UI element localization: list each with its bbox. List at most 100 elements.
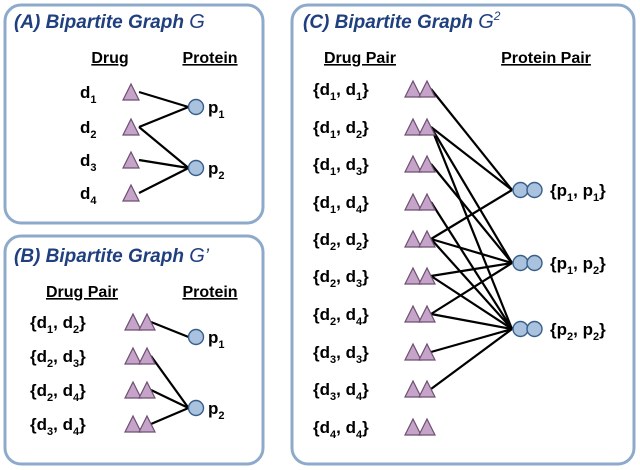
drug-triangle-icon <box>404 117 422 136</box>
drug-triangle-icon <box>418 304 436 323</box>
protein-node-label: p1 <box>208 98 225 121</box>
drug-triangle-icon <box>404 342 422 361</box>
drug-node-label: {d3, d4} <box>313 380 369 403</box>
protein-node-label: {p2, p2} <box>550 320 606 343</box>
protein-node-label: p2 <box>208 159 225 182</box>
drug-node-label: {d1, d2} <box>30 313 86 336</box>
drug-triangle-icon <box>122 150 140 169</box>
drug-triangle-icon <box>404 154 422 173</box>
drug-triangle-icon <box>418 79 436 98</box>
drug-triangle-icon <box>138 346 156 365</box>
drug-triangle-icon <box>138 312 156 331</box>
drug-triangle-icon <box>418 266 436 285</box>
panel-a: (A) Bipartite Graph G Drug Protein d1 d2 d3 d4… <box>3 3 265 225</box>
drug-node-label: {d2, d4} <box>30 381 86 404</box>
drug-triangle-icon <box>404 417 422 436</box>
edge <box>430 237 513 265</box>
edge <box>430 238 513 330</box>
right-column-header: Protein Pair <box>501 50 591 67</box>
drug-triangle-icon <box>404 266 422 285</box>
edge <box>430 327 513 354</box>
protein-circle-icon <box>526 181 543 199</box>
protein-circle-icon <box>526 320 543 338</box>
panel-title: (A) Bipartite Graph G <box>14 11 205 33</box>
protein-node-label: p2 <box>208 399 225 422</box>
edge <box>430 189 513 240</box>
left-column-header: Drug <box>91 50 128 67</box>
drug-node-label: {d1, d3} <box>313 155 369 178</box>
edge <box>430 261 513 278</box>
edge <box>138 167 189 194</box>
edge <box>138 158 189 170</box>
drug-node-label: {d2, d3} <box>30 347 86 370</box>
edge <box>430 312 513 331</box>
drug-node-label: d4 <box>80 184 97 207</box>
drug-triangle-icon <box>122 183 140 202</box>
edge <box>430 126 513 264</box>
drug-triangle-icon <box>404 192 422 211</box>
drug-triangle-icon <box>418 154 436 173</box>
drug-node-label: {d1, d4} <box>313 193 369 216</box>
drug-node-label: {d2, d3} <box>313 267 369 290</box>
drug-triangle-icon <box>418 342 436 361</box>
protein-circle-icon <box>187 399 205 417</box>
protein-circle-icon <box>512 320 529 338</box>
edge <box>150 406 189 426</box>
drug-node-label: {d1, d2} <box>313 118 369 141</box>
edge <box>430 262 513 315</box>
protein-circle-icon <box>187 328 205 346</box>
drug-triangle-icon <box>418 192 436 211</box>
panel-border <box>290 3 636 466</box>
drug-node-label: {d4, d4} <box>313 418 369 441</box>
drug-node-label: {d3, d3} <box>313 343 369 366</box>
drug-triangle-icon <box>404 229 422 248</box>
protein-node-label: p1 <box>208 328 225 351</box>
drug-node-label: {d2, d2} <box>313 230 369 253</box>
protein-circle-icon <box>526 254 543 272</box>
edge <box>430 126 513 191</box>
drug-triangle-icon <box>418 417 436 436</box>
left-column-header: Drug Pair <box>46 284 118 301</box>
drug-node-label: d3 <box>80 151 97 174</box>
drug-triangle-icon <box>418 117 436 136</box>
panel-c: (C) Bipartite Graph G2 Drug Pair Protein P… <box>290 3 636 466</box>
protein-circle-icon <box>187 159 205 177</box>
drug-triangle-icon <box>418 379 436 398</box>
edge <box>150 355 190 409</box>
drug-triangle-icon <box>122 117 140 136</box>
protein-circle-icon <box>512 254 529 272</box>
drug-triangle-icon <box>404 379 422 398</box>
protein-circle-icon <box>512 181 529 199</box>
right-column-header: Protein <box>182 50 237 67</box>
edge <box>138 126 190 169</box>
left-column-header: Drug Pair <box>324 50 396 67</box>
edge <box>430 275 513 330</box>
drug-triangle-icon <box>138 414 156 433</box>
drug-node-label: d1 <box>80 83 97 106</box>
panel-title: (B) Bipartite Graph G’ <box>14 245 210 267</box>
drug-triangle-icon <box>124 312 142 331</box>
protein-circle-icon <box>187 98 205 116</box>
drug-triangle-icon <box>122 82 140 101</box>
edge <box>150 320 189 339</box>
drug-triangle-icon <box>138 380 156 399</box>
panel-title: (C) Bipartite Graph G2 <box>303 9 501 33</box>
edge <box>138 105 189 129</box>
drug-triangle-icon <box>124 380 142 399</box>
drug-node-label: {d3, d4} <box>30 415 86 438</box>
drug-node-label: d2 <box>80 118 97 141</box>
edge <box>429 126 514 330</box>
drug-node-label: {d1, d1} <box>313 80 369 103</box>
edge <box>430 328 513 390</box>
drug-triangle-icon <box>124 414 142 433</box>
drug-triangle-icon <box>404 304 422 323</box>
protein-node-label: {p1, p1} <box>550 181 606 204</box>
edge <box>138 90 189 109</box>
drug-triangle-icon <box>124 346 142 365</box>
protein-node-label: {p1, p2} <box>550 254 606 277</box>
edge <box>430 88 513 191</box>
edge <box>430 201 513 330</box>
drug-triangle-icon <box>404 79 422 98</box>
